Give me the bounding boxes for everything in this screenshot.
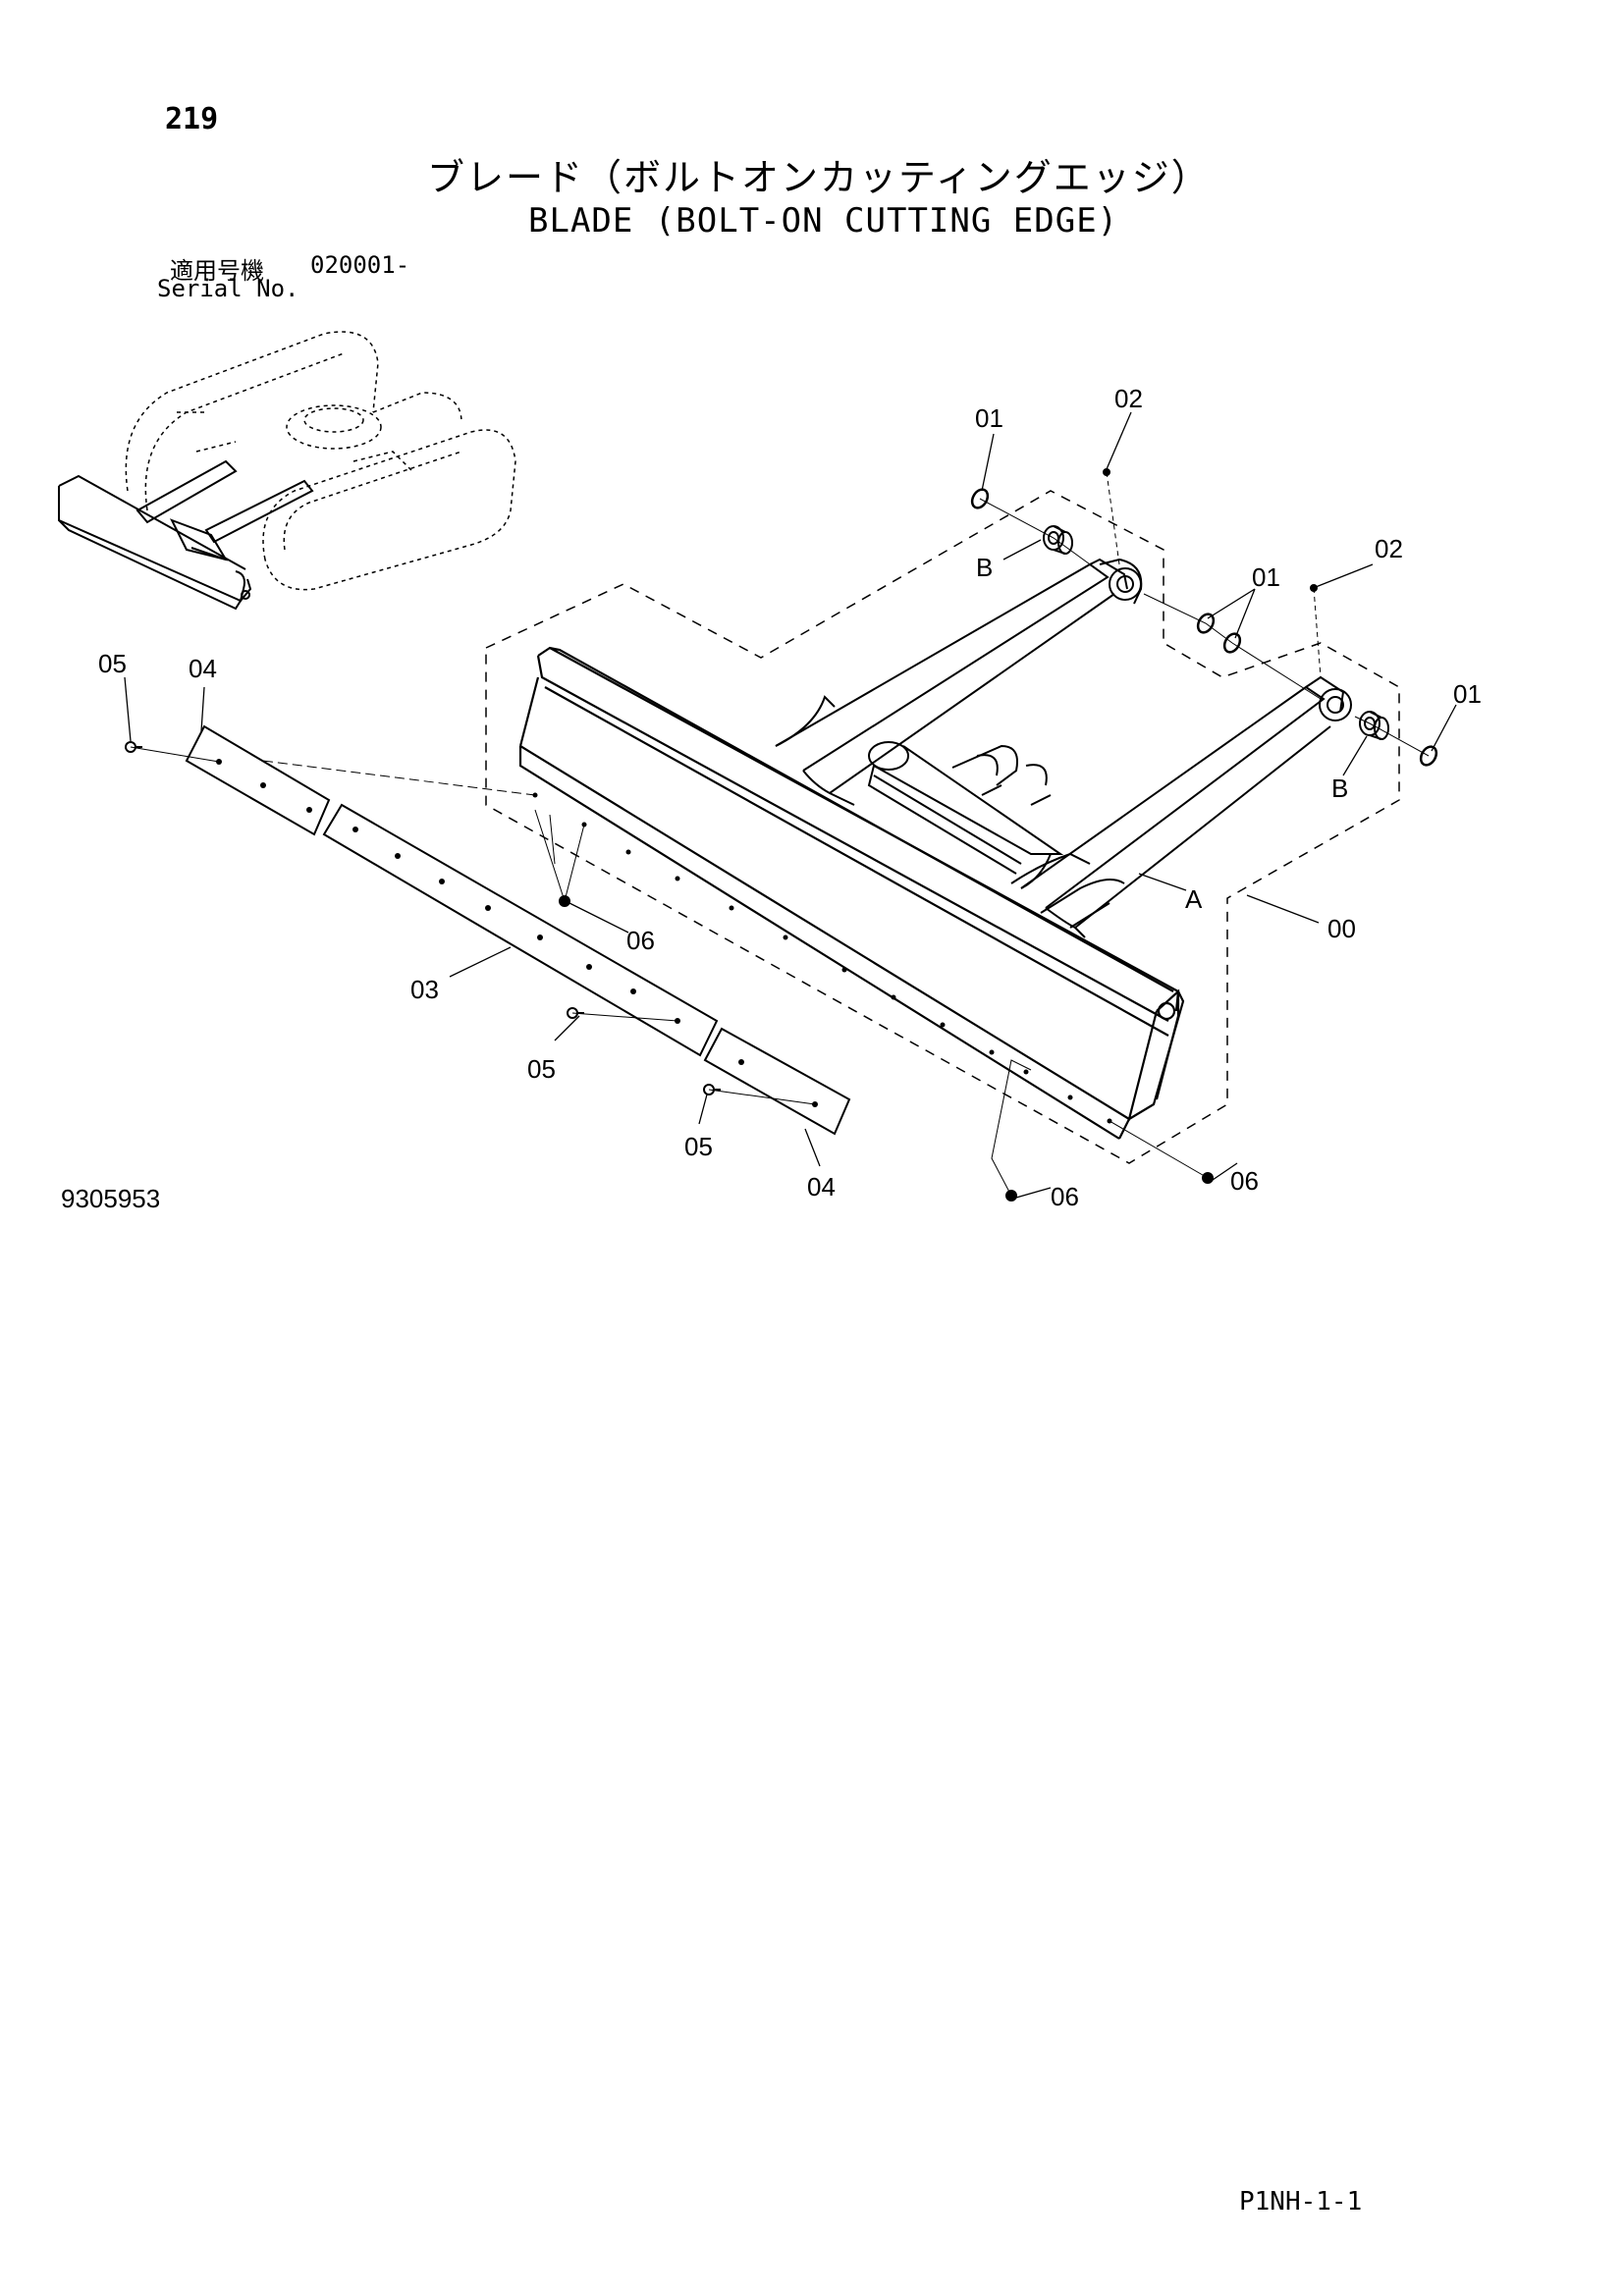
machine-overview-thumbnail	[58, 331, 516, 611]
title-japanese: ブレード（ボルトオンカッティングエッジ）	[427, 156, 1211, 199]
callout-01-right: 01	[1453, 679, 1482, 709]
callout-leaders	[124, 411, 1457, 1199]
callout-02-right: 02	[1375, 534, 1403, 563]
serial-label-english: Serial No.	[157, 275, 299, 302]
callout-03: 03	[410, 975, 439, 1004]
cutting-edge-04-left	[185, 724, 331, 836]
assembly-00-boundary	[485, 490, 1400, 1164]
callout-06-left: 06	[626, 926, 655, 955]
callout-01-top-left: 01	[975, 403, 1003, 433]
callout-04-right: 04	[807, 1172, 836, 1201]
title-english: BLADE (BOLT-ON CUTTING EDGE)	[528, 201, 1119, 240]
snap-ring-01	[970, 488, 1438, 767]
cutting-edge-03	[322, 803, 719, 1057]
bushing-b-left	[1043, 525, 1073, 555]
callout-b-left: B	[976, 553, 993, 582]
bushing-b-right	[1359, 711, 1389, 740]
illustration-number: 9305953	[61, 1184, 161, 1213]
callout-02-left: 02	[1114, 384, 1143, 413]
callout-04-left: 04	[189, 654, 217, 683]
callout-05-middle: 05	[527, 1054, 556, 1084]
page-code: P1NH-1-1	[1239, 2187, 1363, 2216]
bolt-05	[125, 741, 721, 1095]
cutting-edge-04-right	[703, 1027, 851, 1136]
callout-00: 00	[1327, 914, 1356, 943]
callout-06-right: 06	[1230, 1166, 1259, 1196]
assembly-lines	[130, 471, 1430, 1197]
callout-05-left: 05	[98, 649, 127, 678]
callout-b-right: B	[1331, 774, 1348, 803]
blade-plate	[518, 646, 1185, 1140]
callout-labels: 01 02 01 02 01 B B A 00 05 04 06 03 05 0…	[98, 384, 1482, 1211]
callout-a: A	[1185, 884, 1203, 914]
callout-05-bottom: 05	[684, 1132, 713, 1161]
blade-frame	[775, 558, 1352, 938]
serial-value: 020001-	[310, 251, 410, 279]
callout-06-bottom: 06	[1051, 1182, 1079, 1211]
serial-label-japanese: 適用号機	[170, 257, 264, 285]
page-number: 219	[165, 102, 219, 136]
callout-01-middle: 01	[1252, 562, 1280, 592]
